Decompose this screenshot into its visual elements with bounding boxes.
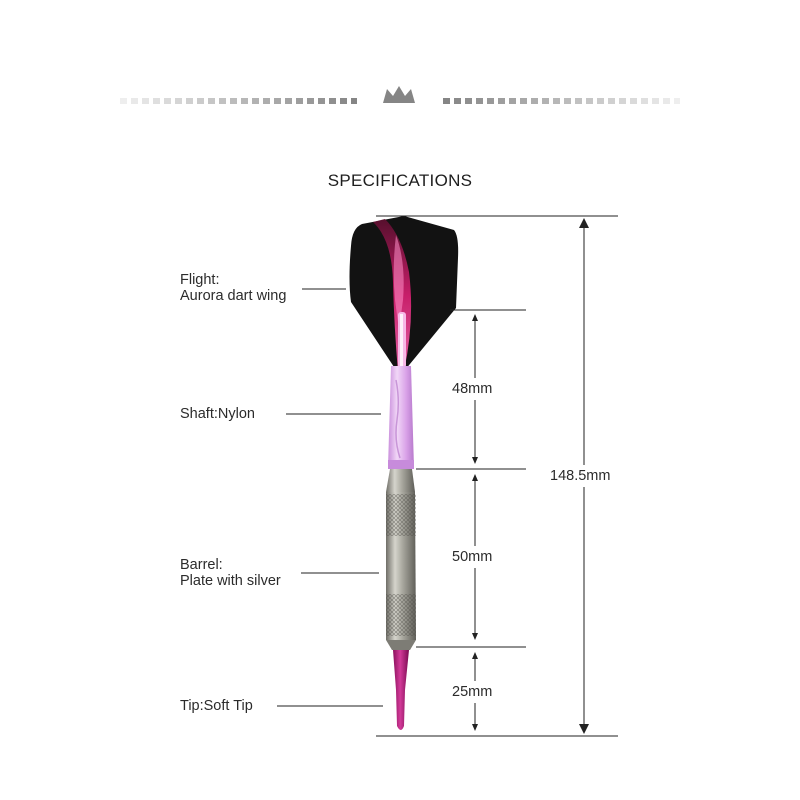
tip-label: Tip:Soft Tip bbox=[180, 698, 253, 714]
divider-left-dots bbox=[120, 98, 357, 104]
dart-shaft bbox=[388, 366, 414, 469]
barrel-label-title: Barrel: bbox=[180, 557, 223, 573]
barrel-length-value: 50mm bbox=[452, 546, 493, 568]
crown-icon bbox=[383, 86, 415, 103]
barrel-label: Barrel: Plate with silver bbox=[180, 557, 281, 589]
dart-flight bbox=[349, 216, 459, 372]
flight-label-title: Flight: bbox=[180, 272, 220, 288]
dart-illustration bbox=[349, 216, 459, 730]
shaft-length-value: 48mm bbox=[452, 378, 493, 400]
leader-lines bbox=[277, 288, 383, 707]
shaft-label: Shaft:Nylon bbox=[180, 406, 255, 422]
total-length-value: 148.5mm bbox=[550, 465, 611, 487]
dart-tip bbox=[393, 650, 409, 730]
header-divider bbox=[120, 86, 680, 104]
page-title: SPECIFICATIONS bbox=[327, 171, 473, 190]
tip-length-value: 25mm bbox=[452, 681, 493, 703]
divider-right-dots bbox=[443, 98, 680, 104]
dart-barrel bbox=[386, 469, 416, 650]
flight-label: Flight: Aurora dart wing bbox=[180, 272, 286, 304]
flight-label-desc: Aurora dart wing bbox=[180, 288, 287, 304]
barrel-label-desc: Plate with silver bbox=[180, 573, 281, 589]
